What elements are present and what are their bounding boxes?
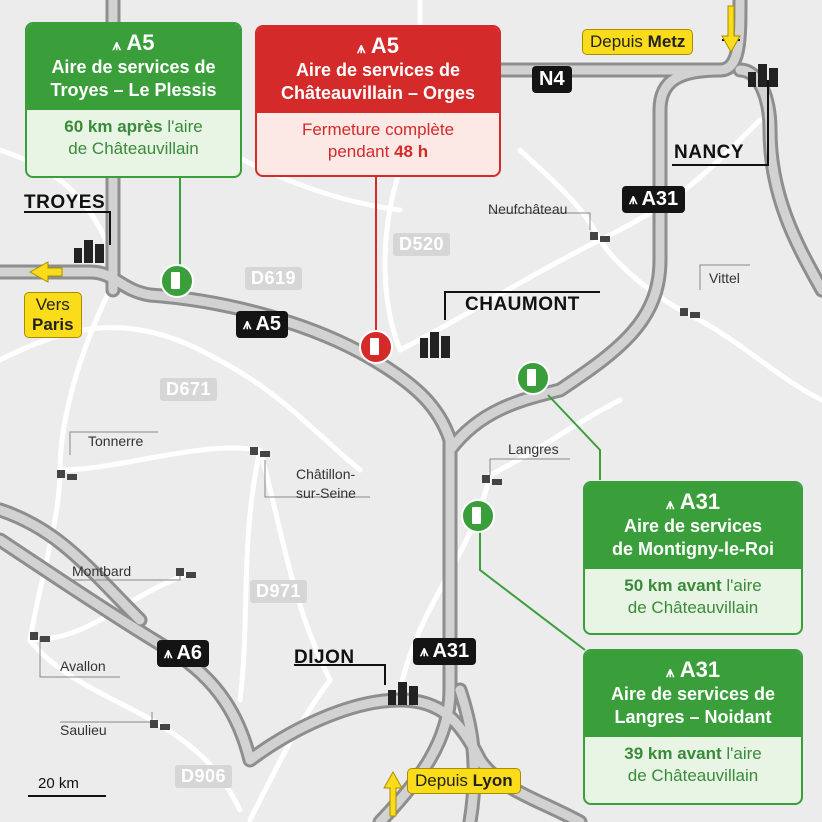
motorway-icon: ⩚ [665, 496, 675, 513]
info-box-route: ⩚ A31 [665, 657, 721, 682]
scale-label: 20 km [38, 775, 79, 792]
info-box-route: ⩚ A5 [357, 33, 399, 58]
motorway-icon: ⩚ [164, 645, 173, 662]
service-pins [160, 264, 550, 533]
city-label-nancy: NANCY [674, 142, 745, 163]
info-box-name-line2: Châteauvillain – Orges [280, 83, 476, 103]
direction-tag-paris: Vers Paris [24, 292, 82, 338]
info-box-name-line1: Aire de services de [295, 60, 461, 80]
road-label-d971: D971 [250, 580, 308, 603]
direction-tag-lyon: Depuis Lyon [407, 768, 521, 794]
info-box-header: ⩚ A5 Aire de services de Troyes – Le Ple… [27, 24, 240, 110]
info-box-name-line2: Troyes – Le Plessis [50, 80, 217, 100]
direction-tag-metz: Depuis Metz [582, 29, 694, 55]
road-label-d906: D906 [175, 765, 233, 788]
info-box-name-line2: de Montigny-le-Roi [612, 539, 774, 559]
direction-destination: Metz [647, 32, 686, 51]
highway-label-a31-north: ⩚A31 [622, 186, 686, 213]
motorway-icon: ⩚ [243, 316, 252, 333]
info-box-troyes-le-plessis[interactable]: ⩚ A5 Aire de services de Troyes – Le Ple… [25, 22, 242, 178]
direction-arrows [28, 5, 741, 817]
town-label-langres: Langres [508, 441, 559, 457]
info-box-header: ⩚ A31 Aire de services de Montigny-le-Ro… [585, 483, 801, 569]
info-box-body: 50 km avant l'aire de Châteauvillain [624, 576, 762, 617]
info-box-route: ⩚ A5 [112, 30, 155, 55]
town-label-saulieu: Saulieu [60, 722, 107, 738]
highway-label-a31-south: ⩚A31 [413, 638, 477, 665]
info-box-name-line1: Aire de services de [51, 57, 216, 77]
direction-prefix: Depuis [590, 32, 643, 51]
info-box-chateauvillain-orges[interactable]: ⩚ A5 Aire de services de Châteauvillain … [255, 25, 501, 177]
road-label-d671: D671 [160, 378, 218, 401]
motorway-icon: ⩚ [629, 191, 638, 208]
road-label-d520: D520 [393, 233, 451, 256]
info-box-name-line2: Langres – Noidant [614, 707, 772, 727]
info-box-name-line1: Aire de services [623, 516, 763, 536]
info-box-body: Fermeture complète pendant 48 h [301, 120, 455, 161]
direction-prefix: Vers [35, 295, 70, 314]
city-label-chaumont: CHAUMONT [465, 294, 580, 315]
town-label-tonnerre: Tonnerre [88, 433, 144, 449]
town-label-avallon: Avallon [60, 658, 106, 674]
city-icons [74, 64, 778, 705]
town-label-vittel: Vittel [709, 270, 740, 286]
direction-destination: Paris [32, 315, 74, 334]
info-box-langres-noidant[interactable]: ⩚ A31 Aire de services de Langres – Noid… [583, 649, 803, 805]
city-label-troyes: TROYES [24, 192, 106, 213]
info-box-body: 39 km avant l'aire de Châteauvillain [624, 744, 762, 785]
info-box-montigny-le-roi[interactable]: ⩚ A31 Aire de services de Montigny-le-Ro… [583, 481, 803, 635]
city-label-dijon: DIJON [294, 647, 355, 668]
motorway-icon: ⩚ [112, 37, 122, 54]
town-label-montbard: Montbard [72, 563, 132, 579]
town-icons [30, 232, 700, 730]
info-box-body: 60 km après l'aire de Châteauvillain [64, 117, 203, 158]
highway-label-n4: N4 [532, 66, 572, 93]
highway-label-a5: ⩚A5 [236, 311, 289, 338]
info-box-header: ⩚ A5 Aire de services de Châteauvillain … [257, 27, 499, 113]
direction-destination: Lyon [472, 771, 513, 790]
info-box-route: ⩚ A31 [665, 489, 721, 514]
road-label-d619: D619 [245, 267, 303, 290]
info-box-header: ⩚ A31 Aire de services de Langres – Noid… [585, 651, 801, 737]
motorway-icon: ⩚ [665, 664, 675, 681]
highway-label-a6: ⩚A6 [157, 640, 210, 667]
town-label-neufchateau: Neufchâteau [488, 201, 568, 217]
town-label-chatillon-2: sur-Seine [296, 485, 356, 501]
motorway-icon: ⩚ [420, 643, 429, 660]
direction-prefix: Depuis [415, 771, 468, 790]
town-label-chatillon-1: Châtillon- [296, 466, 356, 482]
motorway-icon: ⩚ [357, 40, 366, 57]
info-box-name-line1: Aire de services de [610, 684, 776, 704]
